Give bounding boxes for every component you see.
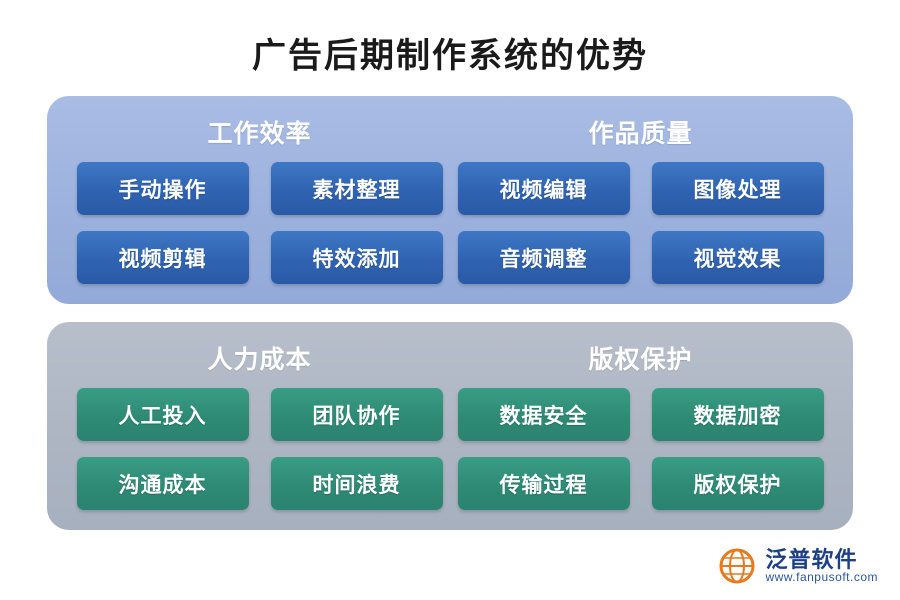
panel-efficiency-quality: 工作效率 手动操作 素材整理 视频剪辑 特效添加 作品质量 视频编辑 图像处理 … [47, 96, 853, 304]
column-heading: 人力成本 [207, 347, 312, 374]
globe-icon [717, 546, 757, 586]
cell-item[interactable]: 视觉效果 [651, 231, 824, 284]
cell-item[interactable]: 音频调整 [457, 231, 630, 284]
logo-url: www.fanpusoft.com [765, 570, 878, 585]
column-work-efficiency: 工作效率 手动操作 素材整理 视频剪辑 特效添加 [69, 96, 450, 304]
panel-columns: 工作效率 手动操作 素材整理 视频剪辑 特效添加 作品质量 视频编辑 图像处理 … [47, 96, 853, 304]
cell-item[interactable]: 版权保护 [651, 457, 824, 510]
column-copyright-protection: 版权保护 数据安全 数据加密 传输过程 版权保护 [450, 322, 831, 530]
column-labor-cost: 人力成本 人工投入 团队协作 沟通成本 时间浪费 [69, 322, 450, 530]
column-heading: 版权保护 [588, 347, 693, 374]
panel-cost-copyright: 人力成本 人工投入 团队协作 沟通成本 时间浪费 版权保护 数据安全 数据加密 … [47, 322, 853, 530]
cell-item[interactable]: 视频编辑 [457, 162, 630, 215]
cell-item[interactable]: 数据安全 [457, 388, 630, 441]
cell-grid: 数据安全 数据加密 传输过程 版权保护 [457, 388, 824, 510]
column-heading: 工作效率 [207, 121, 312, 148]
cell-item[interactable]: 传输过程 [457, 457, 630, 510]
page-title: 广告后期制作系统的优势 [252, 38, 648, 75]
cell-item[interactable]: 时间浪费 [270, 457, 443, 510]
cell-grid: 人工投入 团队协作 沟通成本 时间浪费 [76, 388, 443, 510]
cell-item[interactable]: 团队协作 [270, 388, 443, 441]
logo-name: 泛普软件 [765, 547, 858, 573]
cell-item[interactable]: 沟通成本 [76, 457, 249, 510]
cell-item[interactable]: 人工投入 [76, 388, 249, 441]
column-work-quality: 作品质量 视频编辑 图像处理 音频调整 视觉效果 [450, 96, 831, 304]
cell-item[interactable]: 视频剪辑 [76, 231, 249, 284]
cell-item[interactable]: 手动操作 [76, 162, 249, 215]
cell-item[interactable]: 特效添加 [270, 231, 443, 284]
cell-item[interactable]: 素材整理 [270, 162, 443, 215]
logo-text: 泛普软件 www.fanpusoft.com [765, 548, 878, 584]
column-heading: 作品质量 [588, 121, 693, 148]
brand-logo: 泛普软件 www.fanpusoft.com [717, 546, 878, 586]
cell-item[interactable]: 数据加密 [651, 388, 824, 441]
panel-columns: 人力成本 人工投入 团队协作 沟通成本 时间浪费 版权保护 数据安全 数据加密 … [47, 322, 853, 530]
cell-grid: 视频编辑 图像处理 音频调整 视觉效果 [457, 162, 824, 284]
cell-item[interactable]: 图像处理 [651, 162, 824, 215]
cell-grid: 手动操作 素材整理 视频剪辑 特效添加 [76, 162, 443, 284]
